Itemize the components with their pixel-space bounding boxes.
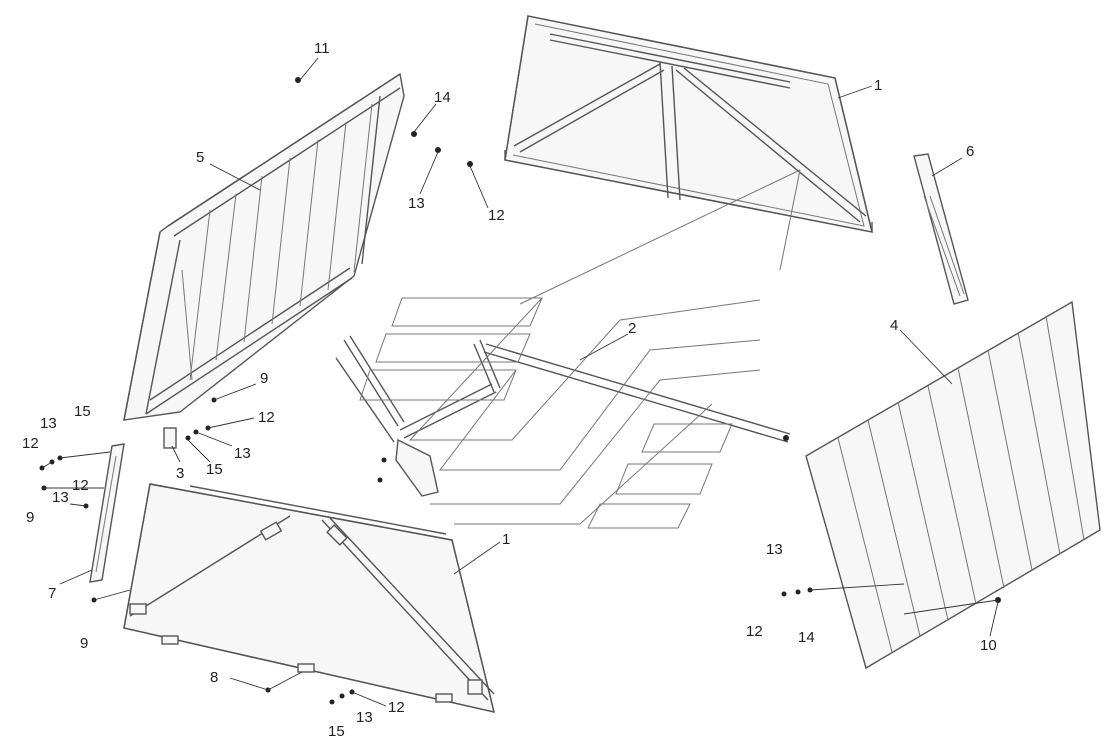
callout-13-bottom: 13 xyxy=(356,709,373,726)
callout-15-panel: 15 xyxy=(206,461,223,478)
callout-7: 7 xyxy=(48,585,56,602)
callouts: 1 6 11 14 5 13 12 2 4 9 12 13 15 3 13 15… xyxy=(22,40,997,740)
callout-10: 10 xyxy=(980,637,997,654)
callout-11: 11 xyxy=(314,40,330,57)
callout-15-left: 15 xyxy=(74,403,91,420)
leader-lines xyxy=(41,57,999,707)
callout-12-panel: 12 xyxy=(258,409,275,426)
callout-5: 5 xyxy=(196,149,204,166)
callout-9-panel: 9 xyxy=(260,370,268,387)
callout-12-mid: 12 xyxy=(72,477,89,494)
callout-13-right: 13 xyxy=(766,541,783,558)
hardware xyxy=(39,77,1001,705)
part-3-clip xyxy=(163,427,177,449)
background-outline xyxy=(359,169,801,529)
part-4-floor-panel xyxy=(805,300,1101,670)
part-2-linkage xyxy=(335,335,791,497)
part-7-strip xyxy=(89,443,125,583)
callout-14-upper: 14 xyxy=(434,89,451,106)
callout-13-mid: 13 xyxy=(52,489,69,506)
callout-1-lower-frame: 1 xyxy=(502,531,510,548)
part-1-upper-frame xyxy=(504,15,873,233)
callout-1-upper-frame: 1 xyxy=(874,77,882,94)
callout-12-left: 12 xyxy=(22,435,39,452)
callout-3: 3 xyxy=(176,465,184,482)
callout-12-upper: 12 xyxy=(488,207,505,224)
callout-13-left: 13 xyxy=(40,415,57,432)
callout-8: 8 xyxy=(210,669,218,686)
callout-15-bottom: 15 xyxy=(328,723,345,740)
part-5-side-panel xyxy=(123,72,405,421)
callout-4: 4 xyxy=(890,317,898,334)
callout-6: 6 xyxy=(966,143,974,160)
part-6-vertical-strip xyxy=(913,153,969,305)
callout-12-bottom: 12 xyxy=(388,699,405,716)
callout-9-lower: 9 xyxy=(80,635,88,652)
callout-13-panel: 13 xyxy=(234,445,251,462)
callout-14-right: 14 xyxy=(798,629,815,646)
callout-12-right: 12 xyxy=(746,623,763,640)
callout-2: 2 xyxy=(628,320,636,337)
part-1-lower-frame xyxy=(123,483,495,713)
callout-13-upper: 13 xyxy=(408,195,425,212)
callout-9-left: 9 xyxy=(26,509,34,526)
